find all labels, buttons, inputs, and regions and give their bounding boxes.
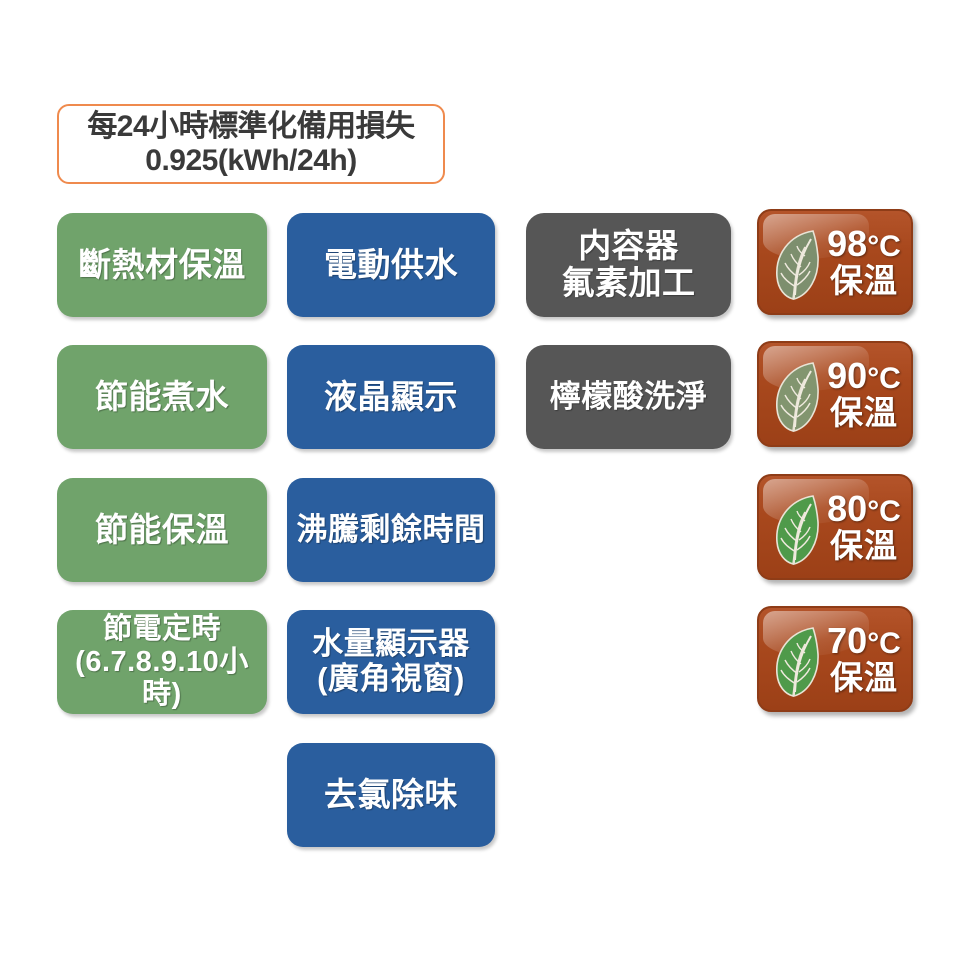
feature-chip-insulation-keepwarm[interactable]: 斷熱材保溫 xyxy=(57,213,267,317)
feature-chip-label: 液晶顯示 xyxy=(324,377,458,415)
temp-badge-text: 90°C 保溫 xyxy=(821,343,907,445)
leaf-icon xyxy=(776,362,819,433)
feature-chip-label: 節電定時 (6.7.8.9.10小時) xyxy=(75,613,249,711)
leaf-icon xyxy=(776,495,819,566)
temp-badge-text: 98°C 保溫 xyxy=(821,211,907,313)
feature-chip-boil-remaining-time[interactable]: 沸騰剩餘時間 xyxy=(287,478,495,582)
keep-warm-label: 保溫 xyxy=(830,393,898,431)
feature-chip-citric-acid-cleaning[interactable]: 檸檬酸洗淨 xyxy=(526,345,731,449)
leaf-icon xyxy=(776,627,819,698)
feature-chip-label: 斷熱材保溫 xyxy=(78,245,246,283)
degree-unit: °C xyxy=(867,362,901,396)
temp-value: 98°C xyxy=(827,223,901,265)
feature-chip-dechlorination[interactable]: 去氯除味 xyxy=(287,743,495,847)
standby-loss-title: 每24小時標準化備用損失 xyxy=(87,110,415,144)
feature-chip-label: 節能保溫 xyxy=(95,510,229,548)
temp-value: 90°C xyxy=(827,355,901,397)
standby-loss-note: 每24小時標準化備用損失 0.925(kWh/24h) xyxy=(57,104,445,184)
feature-chip-label: 沸騰剩餘時間 xyxy=(296,511,486,547)
feature-chip-energysaving-keepwarm[interactable]: 節能保溫 xyxy=(57,478,267,582)
keep-warm-label: 保溫 xyxy=(830,261,898,299)
feature-chip-inner-pot-fluorine[interactable]: 内容器 氟素加工 xyxy=(526,213,731,317)
temp-value: 80°C xyxy=(827,488,901,530)
feature-chip-label: 電動供水 xyxy=(324,245,458,283)
degree-unit: °C xyxy=(867,495,901,529)
degree-unit: °C xyxy=(867,230,901,264)
feature-chip-label: 檸檬酸洗淨 xyxy=(549,378,708,414)
feature-chip-label: 水量顯示器 (廣角視窗) xyxy=(312,626,470,696)
standby-loss-value: 0.925(kWh/24h) xyxy=(145,144,357,177)
feature-chip-lcd-display[interactable]: 液晶顯示 xyxy=(287,345,495,449)
temp-badge-70c[interactable]: 70°C 保溫 xyxy=(757,606,913,712)
feature-chip-water-level-window[interactable]: 水量顯示器 (廣角視窗) xyxy=(287,610,495,714)
temp-badge-text: 70°C 保溫 xyxy=(821,608,907,710)
temp-badge-98c[interactable]: 98°C 保溫 xyxy=(757,209,913,315)
temp-badge-90c[interactable]: 90°C 保溫 xyxy=(757,341,913,447)
keep-warm-label: 保溫 xyxy=(830,658,898,696)
temp-badge-80c[interactable]: 80°C 保溫 xyxy=(757,474,913,580)
degree-unit: °C xyxy=(867,627,901,661)
feature-chip-label: 節能煮水 xyxy=(95,377,229,415)
feature-chip-energysaving-boil[interactable]: 節能煮水 xyxy=(57,345,267,449)
temp-badge-text: 80°C 保溫 xyxy=(821,476,907,578)
temp-value: 70°C xyxy=(827,620,901,662)
keep-warm-label: 保溫 xyxy=(830,526,898,564)
feature-chip-label: 内容器 氟素加工 xyxy=(561,227,696,301)
feature-chip-label: 去氯除味 xyxy=(324,775,458,813)
feature-chip-power-saving-timer[interactable]: 節電定時 (6.7.8.9.10小時) xyxy=(57,610,267,714)
feature-chip-electric-water-supply[interactable]: 電動供水 xyxy=(287,213,495,317)
leaf-icon xyxy=(776,230,819,301)
